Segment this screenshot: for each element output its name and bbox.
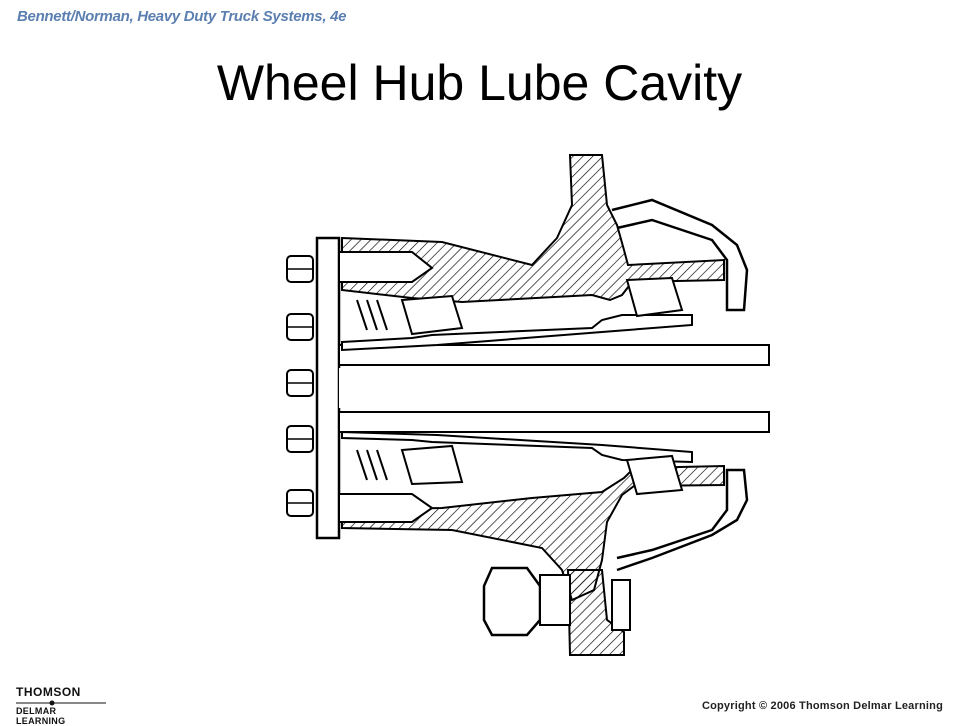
logo-bottom-text: DELMAR LEARNING: [16, 706, 66, 726]
header-source-text: Bennett/Norman, Heavy Duty Truck Systems…: [17, 8, 347, 25]
thomson-delmar-logo: THOMSON DELMAR LEARNING: [16, 685, 106, 726]
logo-top-text: THOMSON: [16, 685, 81, 699]
wheel-hub-cross-section-diagram: [272, 150, 782, 670]
copyright-text: Copyright © 2006 Thomson Delmar Learning: [701, 700, 943, 712]
slide-title: Wheel Hub Lube Cavity: [216, 55, 743, 111]
logo-rule: [16, 699, 106, 707]
